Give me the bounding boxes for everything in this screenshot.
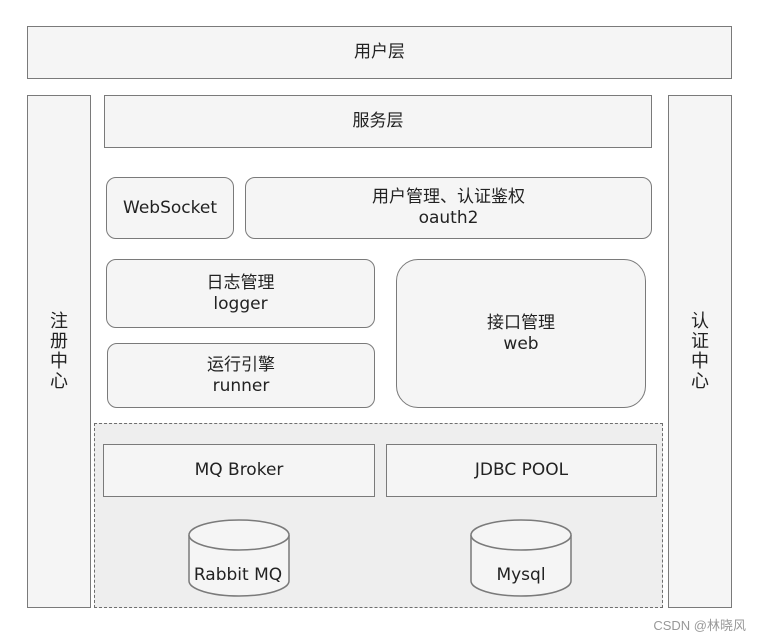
registry-char-1: 注: [50, 310, 68, 332]
auth-center-box: 认 证 中 心: [668, 95, 732, 608]
mysql-label: Mysql: [496, 565, 546, 585]
jdbc-pool-box: JDBC POOL: [386, 444, 657, 497]
websocket-box: WebSocket: [106, 177, 234, 239]
runner-title: 运行引擎: [207, 354, 275, 375]
mysql-database-icon: [470, 519, 572, 597]
registry-char-3: 中: [50, 350, 68, 372]
runner-sub: runner: [212, 375, 270, 396]
api-management-box: 接口管理 web: [396, 259, 646, 408]
registry-char-2: 册: [50, 330, 68, 352]
auth-char-2: 证: [691, 330, 709, 352]
mq-broker-label: MQ Broker: [194, 460, 284, 480]
runner-box: 运行引擎 runner: [107, 343, 375, 408]
rabbitmq-label: Rabbit MQ: [193, 565, 283, 585]
watermark: CSDN @林晓风: [653, 618, 746, 633]
auth-char-1: 认: [691, 310, 709, 332]
registry-char-4: 心: [50, 370, 68, 392]
user-management-title: 用户管理、认证鉴权: [372, 187, 525, 207]
user-management-sub: oauth2: [418, 208, 479, 228]
rabbitmq-database-icon: [188, 519, 290, 597]
registry-center-box: 注 册 中 心: [27, 95, 91, 608]
log-management-box: 日志管理 logger: [106, 259, 375, 328]
user-layer-label: 用户层: [354, 42, 405, 62]
auth-char-3: 中: [691, 350, 709, 372]
log-management-title: 日志管理: [206, 272, 275, 293]
service-layer-box: 服务层: [104, 95, 652, 148]
service-layer-label: 服务层: [352, 111, 404, 131]
api-management-title: 接口管理: [487, 312, 555, 333]
user-layer-box: 用户层: [27, 26, 732, 79]
mq-broker-box: MQ Broker: [103, 444, 375, 497]
user-management-box: 用户管理、认证鉴权 oauth2: [245, 177, 652, 239]
websocket-label: WebSocket: [123, 197, 217, 218]
jdbc-pool-label: JDBC POOL: [474, 460, 569, 480]
api-management-sub: web: [503, 333, 539, 354]
auth-char-4: 心: [691, 370, 709, 392]
log-management-sub: logger: [213, 293, 268, 314]
